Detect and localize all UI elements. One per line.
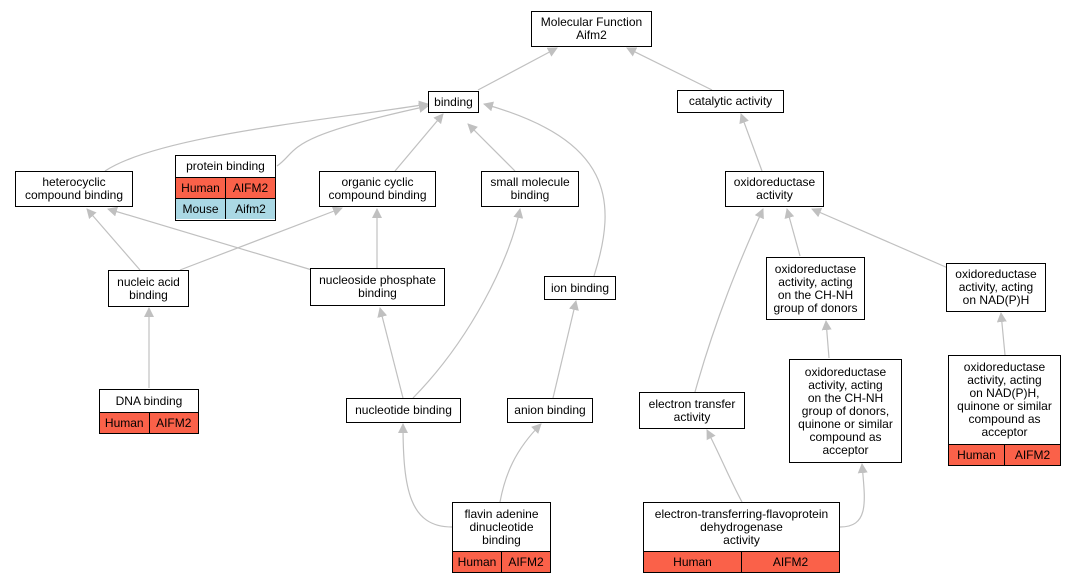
gene-cell: AIFM2	[225, 178, 275, 198]
annotation-row-human: Human AIFM2	[100, 412, 198, 433]
node-protein-binding[interactable]: protein binding Human AIFM2 Mouse Aifm2	[175, 155, 276, 221]
node-nucleic-acid-binding[interactable]: nucleic acid binding	[108, 270, 189, 307]
edge-fad-nucleotide	[398, 423, 453, 528]
node-nucleoside-phosphate-binding[interactable]: nucleoside phosphate binding	[310, 268, 445, 306]
gene-cell: Aifm2	[225, 199, 275, 219]
edge-small-molecule-binding	[467, 123, 516, 172]
edge-nucleotide-small	[412, 208, 524, 399]
node-etf-dehydrogenase-activity[interactable]: electron-transferring-flavoprotein dehyd…	[643, 502, 840, 573]
annotation-row-human: Human AIFM2	[453, 551, 550, 572]
edge-organic-binding	[394, 113, 444, 172]
edge-nucleic-heterocyclic	[86, 208, 141, 271]
edge-etf-electron	[706, 429, 743, 503]
edge-ion-binding	[483, 101, 606, 277]
annotation-row-human: Human AIFM2	[176, 177, 275, 198]
node-oxidoreductase-activity[interactable]: oxidoreductase activity	[725, 171, 824, 207]
annotation-row-human: Human AIFM2	[949, 444, 1060, 465]
node-anion-binding[interactable]: anion binding	[507, 398, 593, 423]
edge-chnhq-chnh	[821, 320, 832, 359]
species-cell: Human	[176, 178, 225, 198]
gene-cell: AIFM2	[1004, 445, 1060, 465]
species-cell: Human	[644, 552, 741, 572]
node-flavin-adenine-dinucleotide-binding[interactable]: flavin adenine dinucleotide binding Huma…	[452, 502, 551, 573]
gene-cell: AIFM2	[501, 552, 550, 572]
edge-catalytic-mf	[626, 47, 713, 91]
node-binding[interactable]: binding	[428, 91, 479, 113]
node-heterocyclic-compound-binding[interactable]: heterocyclic compound binding	[15, 171, 133, 207]
species-cell: Human	[949, 445, 1004, 465]
edge-chnh-oxido	[784, 208, 801, 257]
node-organic-cyclic-compound-binding[interactable]: organic cyclic compound binding	[319, 171, 436, 207]
edge-nucleoside-heterocyclic	[107, 206, 313, 271]
edge-oxido-catalytic	[739, 113, 763, 172]
edge-nadph-oxido	[811, 207, 949, 269]
node-oxidoreductase-nadph-quinone[interactable]: oxidoreductase activity, acting on NAD(P…	[948, 355, 1061, 466]
node-dna-binding[interactable]: DNA binding Human AIFM2	[99, 389, 199, 434]
gene-cell: AIFM2	[148, 413, 198, 433]
species-cell: Human	[100, 413, 149, 433]
node-catalytic-activity[interactable]: catalytic activity	[677, 90, 784, 113]
edge-nucleic-organic	[179, 206, 343, 271]
edge-nucleotide-nucleoside	[377, 307, 404, 399]
node-oxidoreductase-ch-nh[interactable]: oxidoreductase activity, acting on the C…	[766, 257, 865, 320]
node-small-molecule-binding[interactable]: small molecule binding	[481, 171, 579, 207]
edge-etf-chnhq	[839, 463, 868, 528]
gene-cell: AIFM2	[741, 552, 839, 572]
node-nucleotide-binding[interactable]: nucleotide binding	[346, 398, 461, 423]
node-oxidoreductase-ch-nh-quinone[interactable]: oxidoreductase activity, acting on the C…	[789, 359, 902, 463]
annotation-row-mouse: Mouse Aifm2	[176, 198, 275, 219]
edge-nadphq-nadph	[996, 312, 1007, 356]
node-molecular-function[interactable]: Molecular Function Aifm2	[531, 11, 652, 47]
edge-heterocyclic-binding	[104, 100, 429, 172]
annotation-row-human: Human AIFM2	[644, 551, 839, 572]
edge-binding-mf	[477, 47, 558, 91]
node-ion-binding[interactable]: ion binding	[544, 276, 616, 300]
edge-anion-ion	[552, 300, 579, 399]
edge-electron-oxido	[694, 208, 764, 393]
edge-protein-binding	[276, 103, 429, 167]
node-electron-transfer-activity[interactable]: electron transfer activity	[639, 392, 745, 429]
species-cell: Human	[453, 552, 501, 572]
node-oxidoreductase-nadph[interactable]: oxidoreductase activity, acting on NAD(P…	[946, 263, 1046, 312]
edge-fad-anion	[499, 423, 542, 503]
species-cell: Mouse	[176, 199, 225, 219]
